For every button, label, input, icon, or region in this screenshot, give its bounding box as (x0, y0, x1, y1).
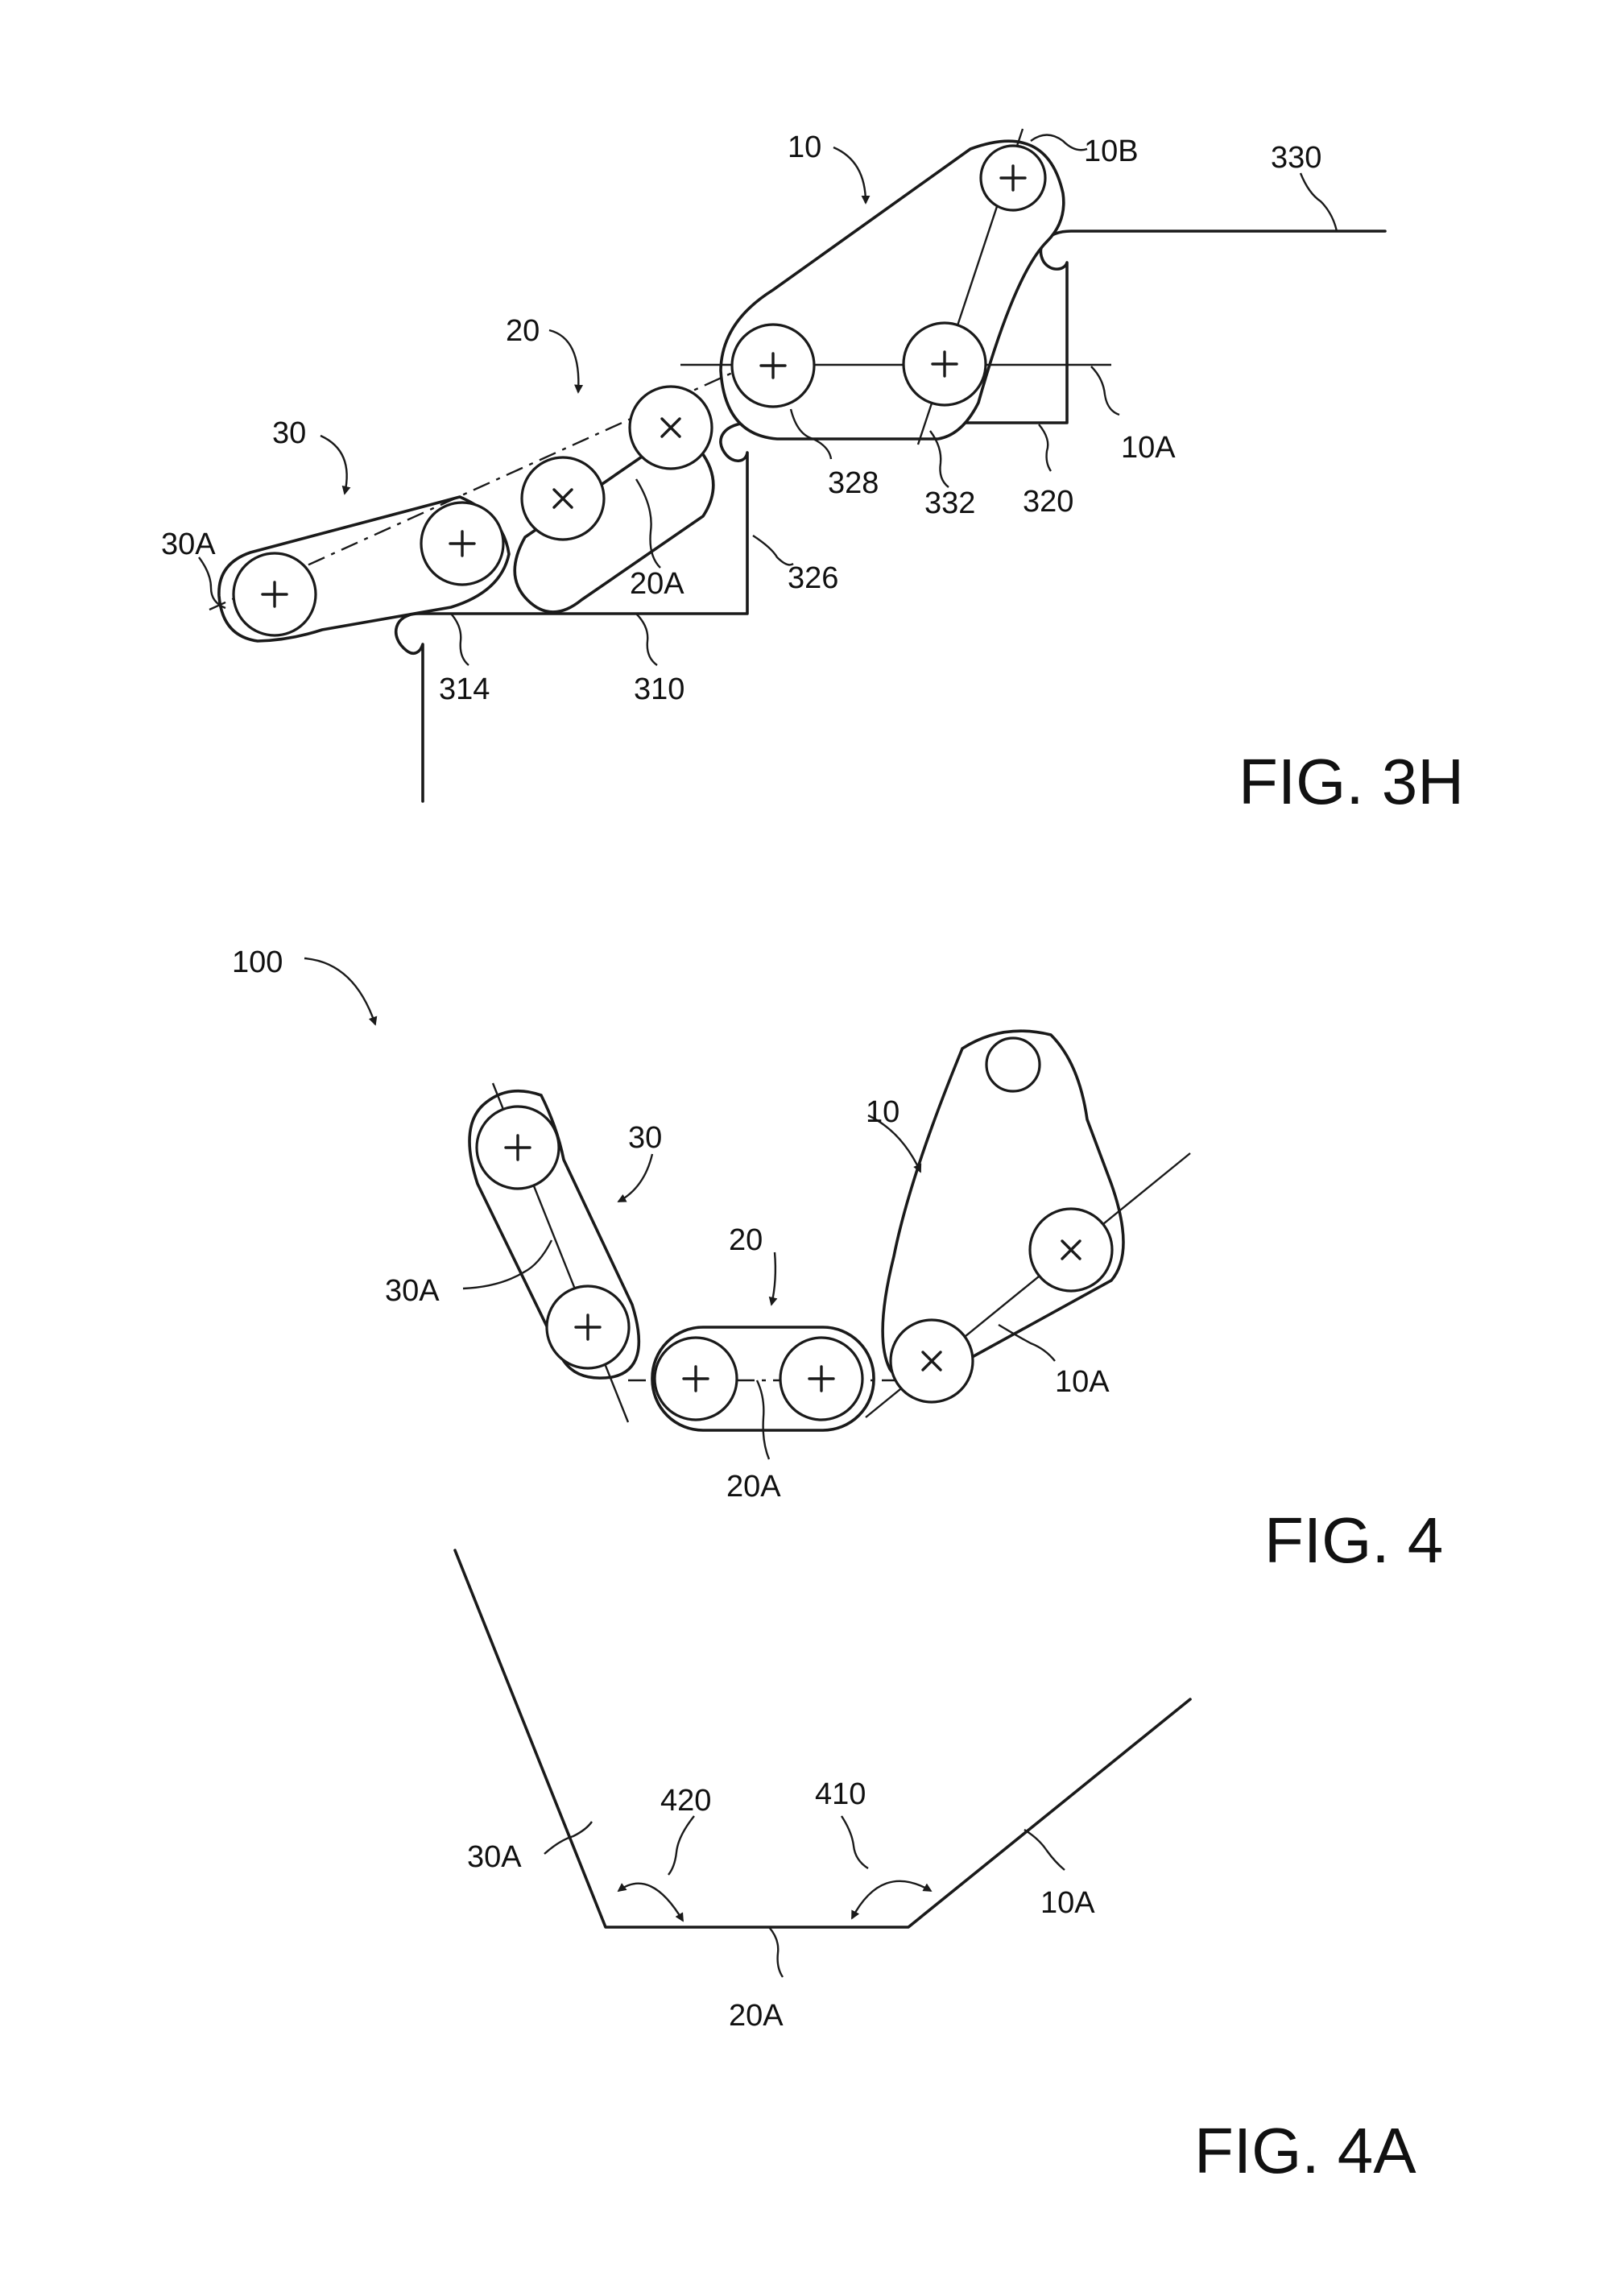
fig4-leader-30a (462, 1239, 553, 1290)
fig4a-label-10a: 10A (1040, 1886, 1095, 1920)
fig4-pin-30-bottom (545, 1285, 631, 1370)
fig4-label-10: 10 (866, 1095, 899, 1129)
fig4-pin-10-right (1028, 1207, 1114, 1293)
pin-30-front (420, 501, 505, 586)
pin-10b (979, 144, 1047, 212)
leader-320 (1038, 424, 1052, 472)
fig4-pin-20-left (653, 1336, 738, 1421)
fig4a-leader-30a (544, 1821, 593, 1855)
label-310: 310 (634, 672, 684, 706)
fig4-arrow-30 (617, 1153, 654, 1203)
fig4a-angle-410-arrow (850, 1880, 933, 1920)
fig4-pin-20-right (779, 1336, 864, 1421)
leader-10b (1030, 134, 1088, 151)
leader-330 (1299, 172, 1338, 232)
fig4-label-30a: 30A (385, 1274, 440, 1308)
leader-328 (789, 408, 833, 460)
arrow-10 (833, 146, 871, 205)
leader-30a (198, 556, 226, 610)
fig4-arrow-20 (768, 1251, 778, 1306)
leader-332 (929, 430, 949, 488)
fig4-label-10a: 10A (1055, 1365, 1110, 1399)
label-330: 330 (1271, 141, 1321, 175)
fig4a-angle-420-arrow (617, 1882, 684, 1922)
leader-10a (1090, 366, 1120, 416)
label-10: 10 (788, 130, 821, 164)
fig4a-label-20a: 20A (729, 1999, 784, 2033)
fig4a-label-420: 420 (660, 1784, 711, 1818)
fig4-label-20a: 20A (726, 1470, 781, 1504)
figure-3h: 10 10B 330 20 30 10A 328 332 320 30A 326… (161, 128, 1464, 817)
fig4-pin-10-top (985, 1036, 1041, 1093)
leader-314 (450, 613, 469, 666)
leader-20a (635, 478, 661, 569)
fig4a-leader-20a (768, 1926, 784, 1978)
label-332: 332 (924, 486, 975, 520)
label-314: 314 (439, 672, 490, 706)
fig4-pin-30-top (475, 1105, 560, 1190)
pin-10-front (730, 323, 816, 408)
fig4-label-100: 100 (232, 945, 283, 979)
pin-30-rear (232, 552, 317, 637)
fig4-leader-20a (755, 1380, 771, 1460)
label-10b: 10B (1084, 134, 1139, 168)
fig4-label-30: 30 (628, 1121, 662, 1155)
fig4-pin-10-left (889, 1318, 974, 1404)
leader-326 (752, 534, 794, 566)
label-326: 326 (788, 561, 838, 595)
fig4a-axis-polyline (453, 1549, 1192, 1929)
step-surface-330-320 (394, 230, 1387, 803)
label-30: 30 (272, 416, 306, 450)
figure-title-4a: FIG. 4A (1194, 2115, 1416, 2186)
pin-20-front (628, 385, 713, 470)
label-30a: 30A (161, 527, 216, 561)
pin-20-rear (520, 456, 606, 541)
label-320: 320 (1023, 485, 1073, 519)
label-328: 328 (828, 466, 879, 500)
fig4-arrow-100 (304, 957, 378, 1026)
arrow-20 (548, 329, 584, 394)
label-20a: 20A (630, 567, 684, 601)
fig4-leader-10a (998, 1323, 1056, 1362)
figure-4: 100 30 10 20 30A 10A 20A FIG. 4 (232, 945, 1443, 1576)
label-10a: 10A (1121, 431, 1176, 465)
fig4a-label-410: 410 (815, 1777, 866, 1811)
leader-310 (635, 613, 658, 666)
figure-title-3h: FIG. 3H (1239, 746, 1464, 817)
label-20: 20 (506, 314, 540, 348)
fig4a-leader-410 (840, 1815, 869, 1870)
arrow-30 (320, 434, 351, 495)
figure-title-4: FIG. 4 (1264, 1504, 1443, 1576)
fig4a-leader-10a (1024, 1828, 1065, 1871)
fig4a-label-30a: 30A (467, 1840, 522, 1874)
fig4-arrow-10 (867, 1114, 922, 1173)
fig4a-leader-420 (668, 1815, 695, 1876)
fig4-label-20: 20 (729, 1223, 763, 1257)
pin-10-rear (902, 321, 987, 407)
figure-4a: 420 410 30A 10A 20A FIG. 4A (453, 1549, 1416, 2186)
